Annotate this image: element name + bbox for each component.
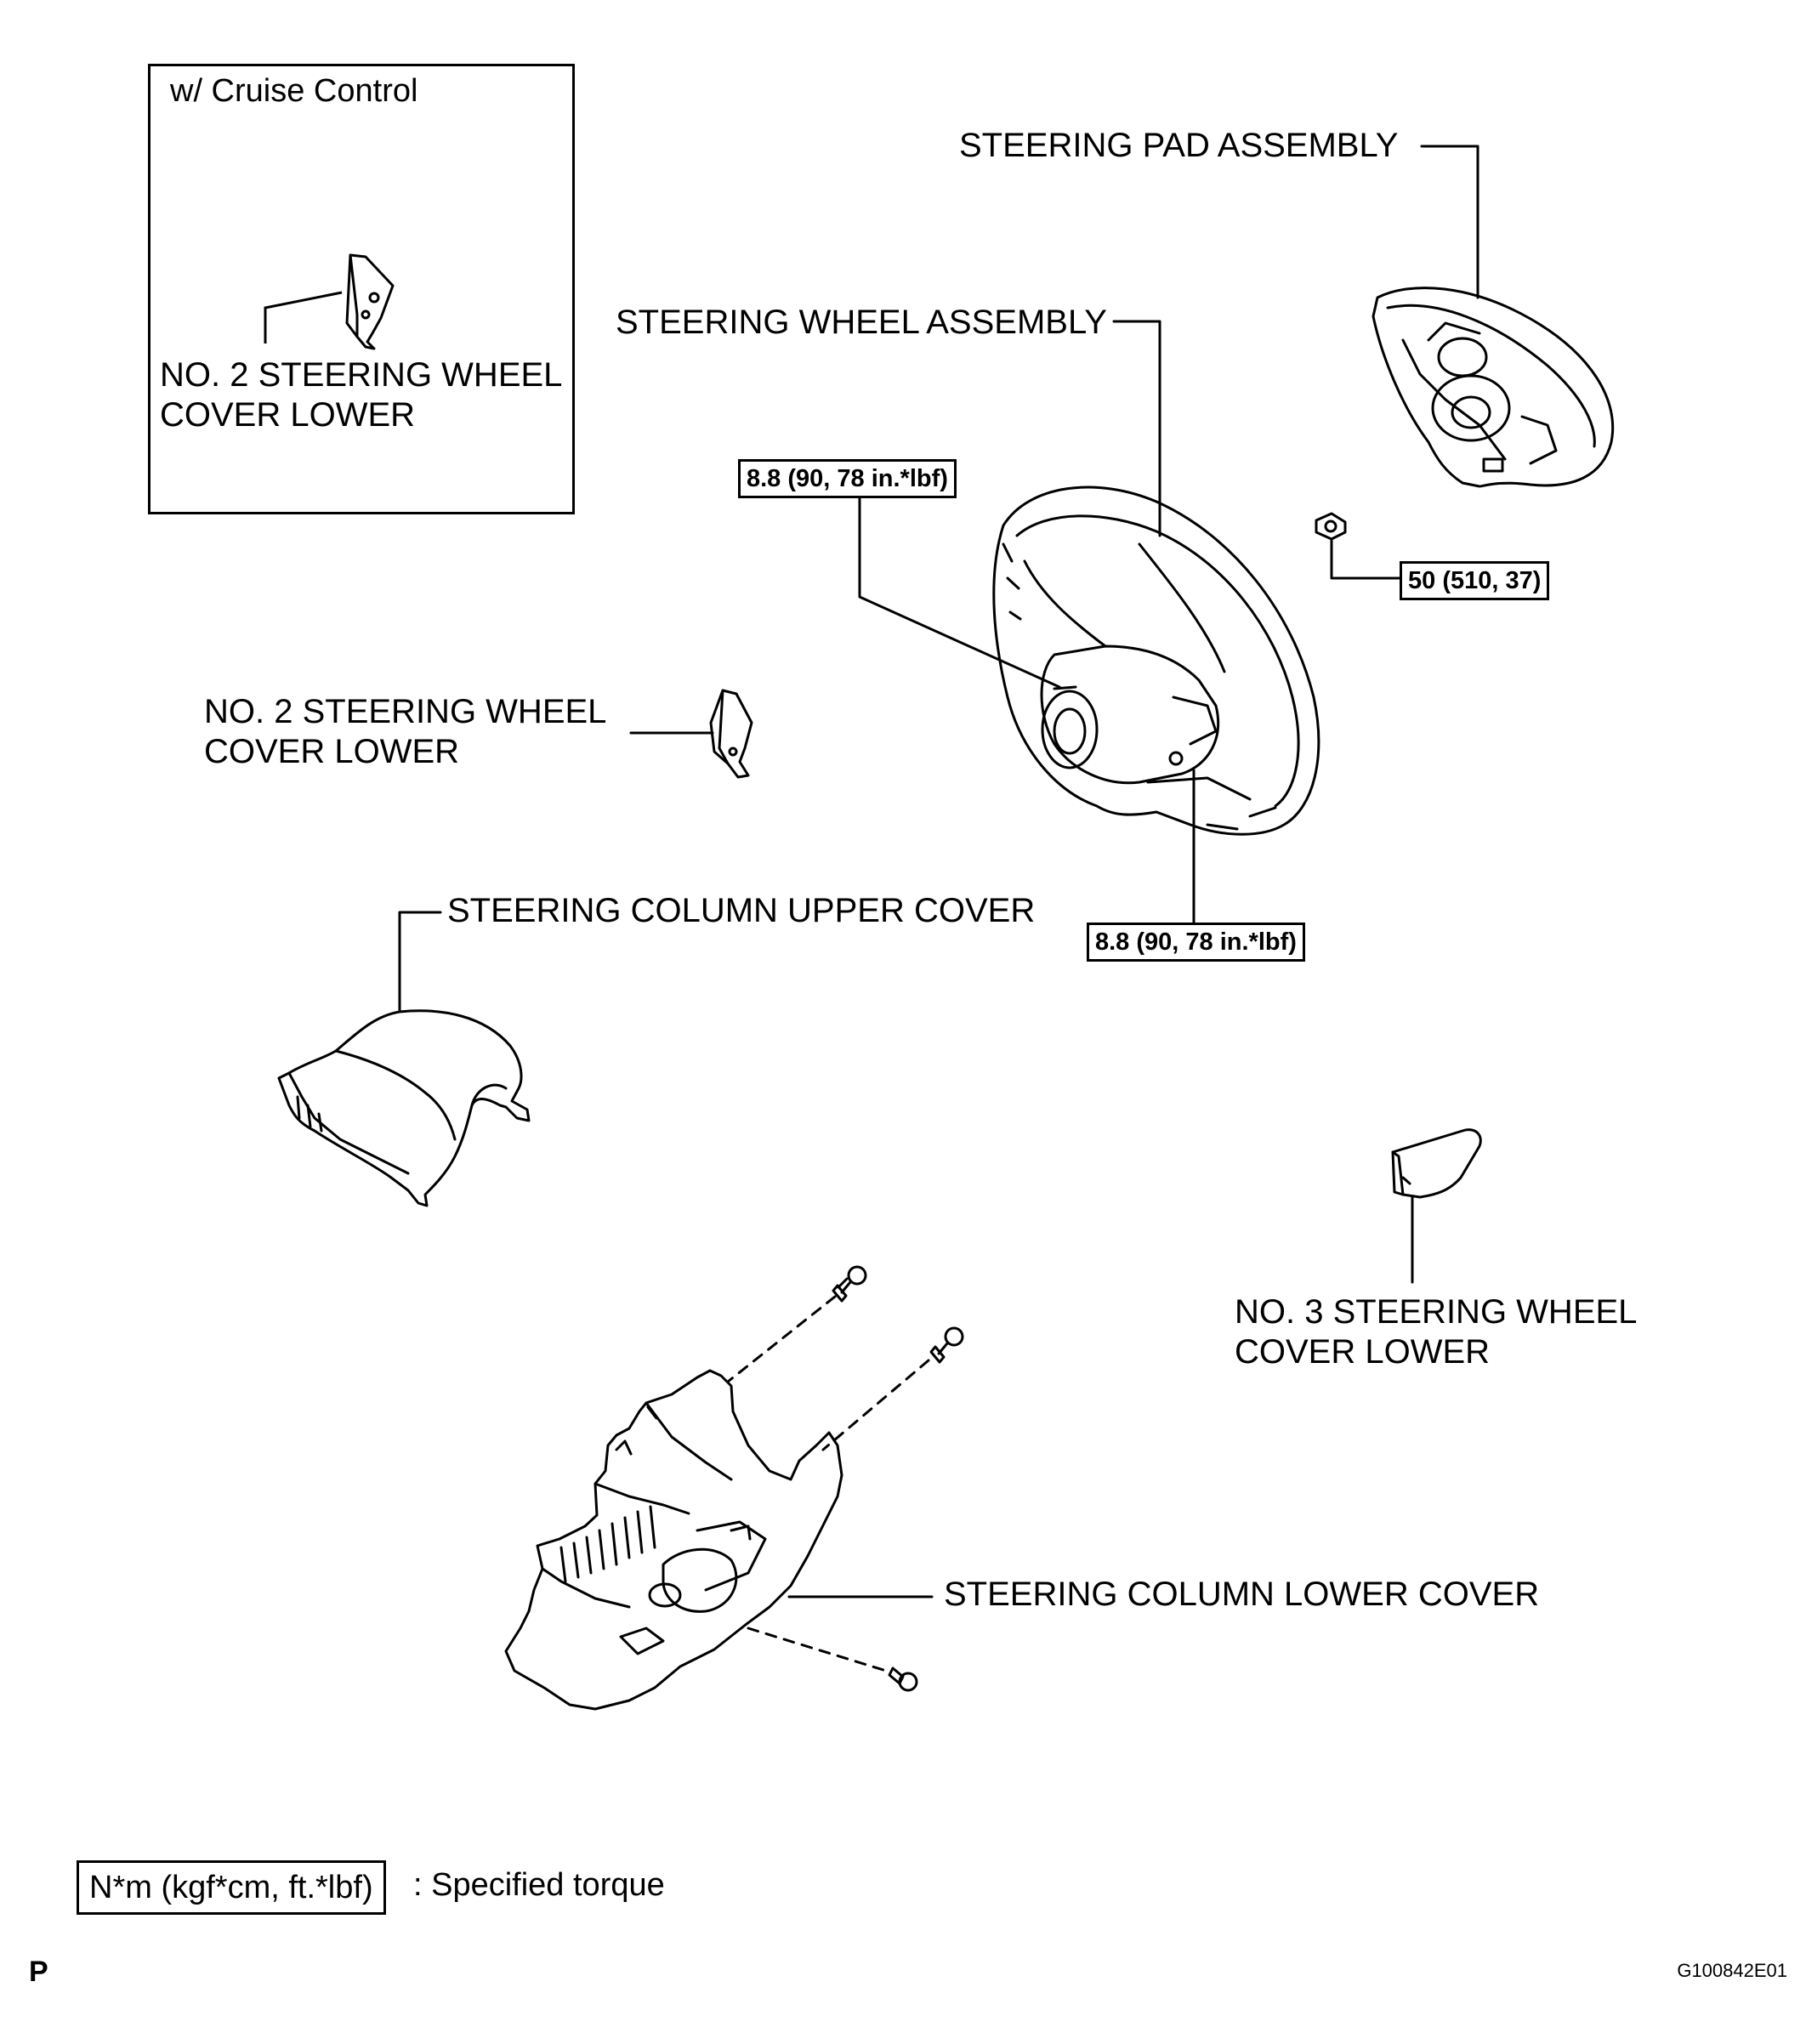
- screw-paths: [726, 1295, 930, 1672]
- torque-wheel-upper: 8.8 (90, 78 in.*lbf): [738, 459, 957, 498]
- cruise-control-inset: [148, 64, 575, 514]
- label-no2-cover-lower: NO. 2 STEERING WHEEL COVER LOWER: [204, 693, 607, 770]
- torque-pad-nut: 50 (510, 37): [1400, 561, 1550, 600]
- page-letter: P: [29, 1956, 48, 1988]
- label-column-lower-cover: STEERING COLUMN LOWER COVER: [944, 1576, 1540, 1613]
- leader-wheel: [1112, 320, 1161, 537]
- leader-pad: [1420, 145, 1479, 299]
- legend-unit-box: N*m (kgf*cm, ft.*lbf): [77, 1860, 386, 1915]
- inset-part-label: NO. 2 STEERING WHEEL COVER LOWER: [160, 356, 563, 434]
- screw-bottom-drawing: [888, 1666, 918, 1692]
- pad-nut-drawing: [1315, 512, 1347, 541]
- label-steering-pad-assembly: STEERING PAD ASSEMBLY: [959, 127, 1399, 164]
- screw-top-drawing: [832, 1265, 867, 1303]
- leader-nut: [1330, 539, 1401, 580]
- column-upper-cover-drawing: [277, 1009, 531, 1207]
- no3-cover-lower-drawing: [1391, 1128, 1482, 1199]
- inset-cover-lower-drawing: [345, 253, 395, 350]
- label-no3-cover-lower: NO. 3 STEERING WHEEL COVER LOWER: [1235, 1293, 1638, 1371]
- label-steering-wheel-assembly: STEERING WHEEL ASSEMBLY: [616, 304, 1107, 341]
- no2-cover-lower-drawing: [709, 689, 753, 779]
- inset-title: w/ Cruise Control: [170, 73, 418, 109]
- leader-upper-cover: [398, 911, 442, 1013]
- label-column-upper-cover: STEERING COLUMN UPPER COVER: [447, 892, 1036, 929]
- legend-meaning: : Specified torque: [413, 1867, 665, 1903]
- steering-pad-drawing: [1372, 287, 1615, 488]
- leader-torque-upper: [858, 497, 1061, 689]
- screw-right-drawing: [929, 1326, 964, 1364]
- steering-wheel-drawing: [992, 485, 1320, 836]
- torque-wheel-lower: 8.8 (90, 78 in.*lbf): [1087, 923, 1305, 962]
- figure-code: G100842E01: [1677, 1960, 1787, 1981]
- column-lower-cover-drawing: [504, 1369, 843, 1711]
